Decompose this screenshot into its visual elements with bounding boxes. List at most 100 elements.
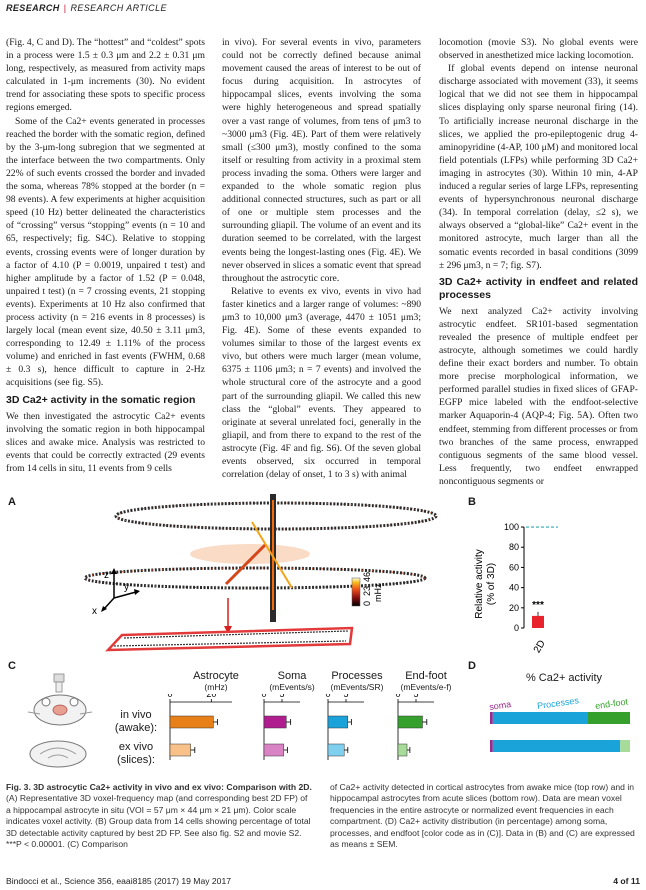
y-tick-label: 40 xyxy=(509,583,519,593)
row-label-line: in vivo xyxy=(120,709,152,721)
y-axis-label-line2: (% of 3D) xyxy=(486,563,497,605)
col-title: Astrocyte xyxy=(193,670,239,682)
projection-arrowhead xyxy=(224,626,232,634)
col-unit: (mHz) xyxy=(204,682,228,692)
y-tick-label: 100 xyxy=(504,522,519,532)
y-axis: 0 20 40 60 80 100 xyxy=(504,522,525,633)
x-tick-label: 5 xyxy=(343,694,348,699)
panel-label-d: D xyxy=(468,660,476,672)
best-2d-fp-plane xyxy=(105,626,354,652)
stacked-segment-soma xyxy=(490,740,493,752)
figure-caption-right: of Ca2+ activity detected in cortical as… xyxy=(330,782,640,850)
paragraph: (Fig. 4, C and D). The “hottest” and “co… xyxy=(6,37,205,114)
stacked-segment-end-foot xyxy=(620,740,630,752)
stacked-segment-end-foot xyxy=(588,712,630,724)
paragraph: locomotion (movie S3). No global events … xyxy=(439,37,638,62)
col-title: Soma xyxy=(277,670,307,682)
col-unit: (mEvents/s) xyxy=(269,682,315,692)
x-tick-label: 0 xyxy=(261,694,266,699)
running-header: RESEARCH|RESEARCH ARTICLE xyxy=(6,3,640,17)
x-tick-label: 20 xyxy=(206,694,216,699)
caption-title: Fig. 3. 3D astrocytic Ca2+ activity in v… xyxy=(6,782,312,792)
y-tick-label: 60 xyxy=(509,562,519,572)
citation: Bindocci et al., Science 356, eaai8185 (… xyxy=(6,876,232,886)
header-separator: | xyxy=(63,3,67,13)
col-unit: (mEvents/e-f) xyxy=(400,682,452,692)
panel-label-c: C xyxy=(8,660,16,672)
segment-label-endfoot: end-foot xyxy=(594,696,629,711)
y-axis-label-line1: Relative activity xyxy=(474,549,485,618)
axis-z-label: z xyxy=(104,570,109,581)
panel-d-chart: soma Processes end-foot xyxy=(489,695,630,752)
paragraph: If global events depend on intense neuro… xyxy=(439,63,638,271)
category-label: 2D xyxy=(532,638,548,655)
x-tick-label: 0 xyxy=(395,694,400,699)
colorbar xyxy=(351,577,361,607)
row-label-line: ex vivo xyxy=(118,741,154,753)
fp-voxels xyxy=(113,640,347,647)
article-type: RESEARCH ARTICLE xyxy=(70,3,167,13)
panel-a-voxel-map: z y x 0 23 46 mHz xyxy=(83,494,438,652)
segment-label-processes: Processes xyxy=(536,695,579,711)
section-heading: 3D Ca2+ activity in endfeet and related … xyxy=(439,275,638,301)
journal-section: RESEARCH xyxy=(6,3,60,13)
col-unit: (mEvents/SR) xyxy=(330,682,384,692)
col-head-processes: Processes (mEvents/SR) xyxy=(318,670,396,692)
voxel-glow xyxy=(190,544,310,564)
page-number: 4 of 11 xyxy=(613,876,640,886)
axis-x-label: x xyxy=(92,606,97,617)
bar xyxy=(397,715,423,729)
col-head-astrocyte: Astrocyte (mHz) xyxy=(168,670,264,692)
caption-text: (A) Representative 3D voxel-frequency ma… xyxy=(6,793,311,850)
colorbar-tick: 0 xyxy=(362,601,372,606)
caption-text: of Ca2+ activity detected in cortical as… xyxy=(330,782,635,850)
bar-2d xyxy=(532,615,544,628)
section-heading: 3D Ca2+ activity in the somatic region xyxy=(6,393,196,406)
y-tick-label: 80 xyxy=(509,542,519,552)
text-column-3: locomotion (movie S3). No global events … xyxy=(439,36,638,488)
y-tick-label: 0 xyxy=(514,623,519,633)
paragraph: Some of the Ca2+ events generated in pro… xyxy=(6,115,205,389)
text-column-2: in vivo). For several events in vivo, pa… xyxy=(222,36,421,481)
voxel-ring-lower-hot xyxy=(84,567,426,589)
bar xyxy=(263,743,285,757)
page-footer: Bindocci et al., Science 356, eaai8185 (… xyxy=(6,876,640,886)
voxel-diagonal-process xyxy=(224,542,268,586)
row-label-line: (slices): xyxy=(117,754,155,766)
stacked-segment-processes xyxy=(492,712,588,724)
panel-label-b: B xyxy=(468,496,476,508)
x-tick-label: 5 xyxy=(279,694,284,699)
y-tick-label: 20 xyxy=(509,603,519,613)
panel-c-chart: 0 20 0 5 0 5 0 5 xyxy=(167,694,434,760)
colorbar-tick: 46 xyxy=(362,572,372,582)
x-tick-label: 5 xyxy=(413,694,418,699)
bar xyxy=(327,715,349,729)
paragraph: in vivo). For several events in vivo, pa… xyxy=(222,37,421,284)
fp-voxels xyxy=(123,630,349,639)
figure-caption-left: Fig. 3. 3D astrocytic Ca2+ activity in v… xyxy=(6,782,313,850)
segment-label-soma: soma xyxy=(489,699,512,712)
text-column-1: (Fig. 4, C and D). The “hottest” and “co… xyxy=(6,36,205,475)
bar xyxy=(327,743,345,757)
colorbar-tick: 23 xyxy=(362,586,372,596)
axis-triad xyxy=(101,568,140,612)
axis-y-label: y xyxy=(124,582,129,593)
voxel-diagonal-process-2 xyxy=(251,521,293,589)
col-head-soma: Soma (mEvents/s) xyxy=(258,670,326,692)
panel-label-a: A xyxy=(8,496,16,508)
significance-marker: *** xyxy=(532,600,544,611)
panel-b-chart: Relative activity (% of 3D) 0 20 40 60 80 100… xyxy=(474,522,558,655)
bar xyxy=(169,743,191,757)
bar xyxy=(397,743,408,757)
x-tick-label: 0 xyxy=(167,694,172,699)
x-tick-label: 0 xyxy=(325,694,330,699)
paragraph: We next analyzed Ca2+ activity involving… xyxy=(439,305,638,487)
bars: *** 2D xyxy=(526,526,558,655)
bar xyxy=(169,715,214,729)
voxel-ring-upper-hot xyxy=(115,502,437,530)
row-label-in-vivo: in vivo (awake): xyxy=(106,709,166,735)
col-title: End-foot xyxy=(405,670,447,682)
row-label-ex-vivo: ex vivo (slices): xyxy=(106,741,166,767)
panel-d-title: % Ca2+ activity xyxy=(525,672,603,684)
col-title: Processes xyxy=(331,670,383,682)
